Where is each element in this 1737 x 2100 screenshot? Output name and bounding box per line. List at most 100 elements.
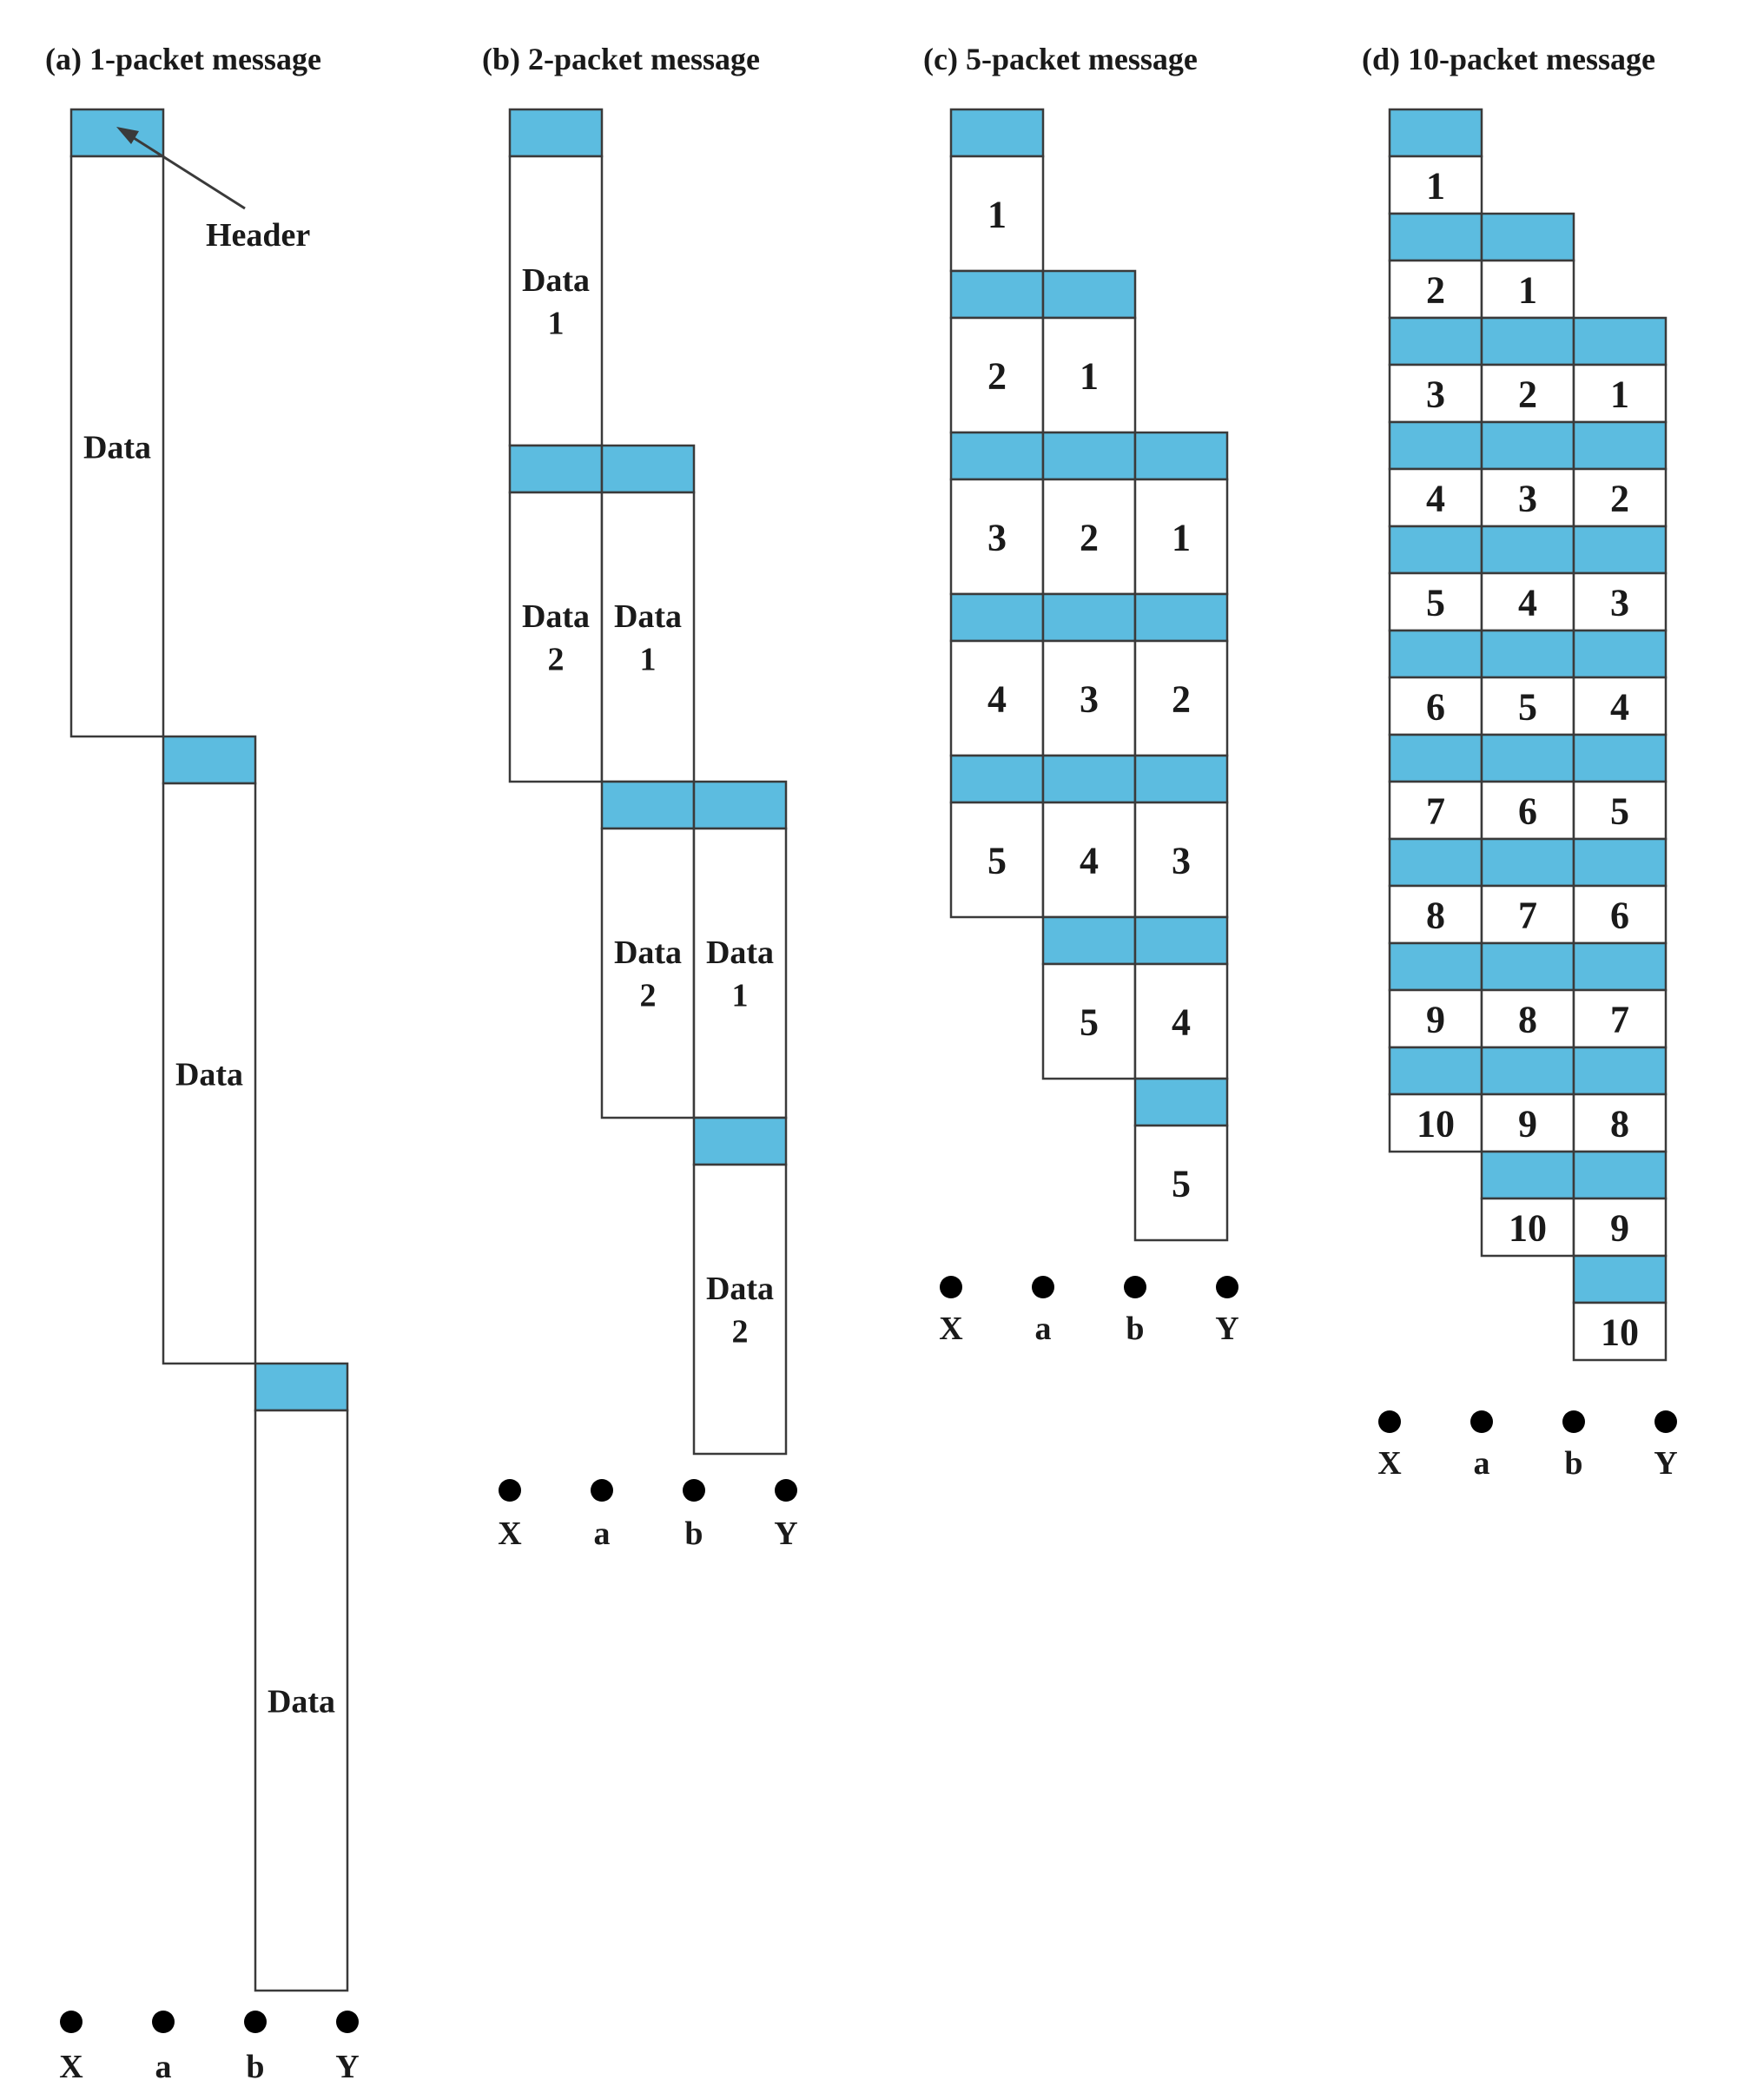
packet-data-block	[1572, 780, 1668, 841]
node-Y-dot	[336, 2011, 359, 2033]
packet-data-label: Data	[83, 429, 151, 466]
packet-header	[949, 431, 1045, 481]
panel-d-title: (d) 10-packet message	[1362, 42, 1655, 76]
packet-header	[1388, 1046, 1483, 1096]
packet-data-label: Data	[614, 934, 682, 971]
node-X-dot	[1378, 1410, 1401, 1433]
packet-header	[1572, 941, 1668, 992]
packet-header	[1480, 1150, 1575, 1200]
packet-header	[1041, 269, 1137, 320]
packet-data-block	[949, 316, 1045, 434]
packet-data-label: 7	[1518, 894, 1537, 936]
packet-data-label: 2	[1426, 268, 1445, 311]
packet-data-label: 1	[1518, 268, 1537, 311]
packet-data-label: Data	[522, 598, 590, 635]
header-callout-label: Header	[206, 217, 310, 254]
packet-header	[949, 269, 1045, 320]
packet-header	[508, 108, 604, 158]
packet-data-block	[1388, 884, 1483, 945]
packet-header	[1388, 629, 1483, 679]
packet-data-label: 3	[1080, 677, 1099, 720]
node-Y-label: Y	[335, 2049, 359, 2085]
packet-data-block	[69, 155, 165, 738]
packet-data-label: 4	[1080, 839, 1099, 882]
header-callout-arrowhead	[116, 127, 139, 144]
packet-data-block	[1133, 962, 1229, 1080]
packet-data-label: 8	[1518, 998, 1537, 1040]
packet-data-label: 4	[1426, 477, 1445, 519]
packet-data-label: 4	[1172, 1000, 1191, 1043]
node-a-dot	[152, 2011, 175, 2033]
packet-data-label: 5	[987, 839, 1007, 882]
packet-data-label: 9	[1610, 1206, 1629, 1249]
packet-header	[1480, 629, 1575, 679]
packet-data-block	[600, 491, 696, 783]
packet-header	[1133, 592, 1229, 643]
packet-data-block	[1480, 259, 1575, 320]
node-b-label: b	[246, 2049, 264, 2085]
node-a-label: a	[1474, 1445, 1490, 1482]
packet-header	[1041, 754, 1137, 804]
packet-header	[1480, 316, 1575, 367]
packet-header	[1388, 941, 1483, 992]
packet-data-block	[1480, 884, 1575, 945]
packet-data-label: 2	[1610, 477, 1629, 519]
packet-data-label: 4	[987, 677, 1007, 720]
packet-data-label: 10	[1509, 1206, 1547, 1249]
node-X-label: X	[1377, 1445, 1401, 1482]
node-Y-dot	[775, 1479, 797, 1502]
packet-data-block	[1572, 676, 1668, 736]
packet-data-label: 1	[640, 642, 657, 678]
node-Y-label: Y	[1215, 1311, 1238, 1347]
packet-header	[1388, 525, 1483, 575]
packet-data-label: 2	[1172, 677, 1191, 720]
packet-data-label: 1	[732, 978, 749, 1014]
packet-data-label: 1	[1080, 354, 1099, 397]
packet-data-block	[1572, 1093, 1668, 1153]
packet-data-label: 2	[732, 1314, 749, 1350]
node-b-dot	[1562, 1410, 1585, 1433]
packet-data-label: 1	[987, 193, 1007, 235]
packet-data-label: 1	[1172, 516, 1191, 558]
packet-header	[692, 780, 788, 830]
packet-data-block	[1480, 363, 1575, 424]
packet-data-block	[692, 1163, 788, 1456]
packet-data-label: 5	[1172, 1162, 1191, 1205]
packet-data-label: 3	[1610, 581, 1629, 624]
packet-data-label: Data	[706, 934, 774, 971]
packet-header	[1572, 316, 1668, 367]
packet-header	[1388, 837, 1483, 888]
packet-data-block	[162, 782, 257, 1365]
packet-data-label: 1	[548, 306, 565, 342]
node-a-dot	[591, 1479, 613, 1502]
packet-header	[1480, 733, 1575, 783]
packet-header	[162, 735, 257, 785]
packet-data-label: 2	[1518, 373, 1537, 415]
packet-data-block	[1480, 988, 1575, 1049]
packet-data-label: 3	[1426, 373, 1445, 415]
packet-data-block	[1041, 962, 1137, 1080]
packet-data-block	[1572, 884, 1668, 945]
packet-data-block	[1133, 801, 1229, 919]
packet-header	[1572, 1046, 1668, 1096]
packet-data-label: 6	[1610, 894, 1629, 936]
node-X-label: X	[59, 2049, 83, 2085]
packet-header	[600, 780, 696, 830]
node-a-dot	[1032, 1276, 1054, 1298]
packet-data-label: 5	[1426, 581, 1445, 624]
packet-header	[600, 444, 696, 494]
packet-header	[254, 1362, 349, 1412]
node-b-dot	[683, 1479, 705, 1502]
packet-data-label: 7	[1610, 998, 1629, 1040]
packet-header	[1480, 420, 1575, 471]
packet-data-label: 10	[1601, 1311, 1639, 1353]
packet-data-label: 3	[987, 516, 1007, 558]
packet-data-block	[600, 827, 696, 1119]
packet-header	[949, 108, 1045, 158]
packet-data-label: 3	[1518, 477, 1537, 519]
packet-header	[1041, 592, 1137, 643]
